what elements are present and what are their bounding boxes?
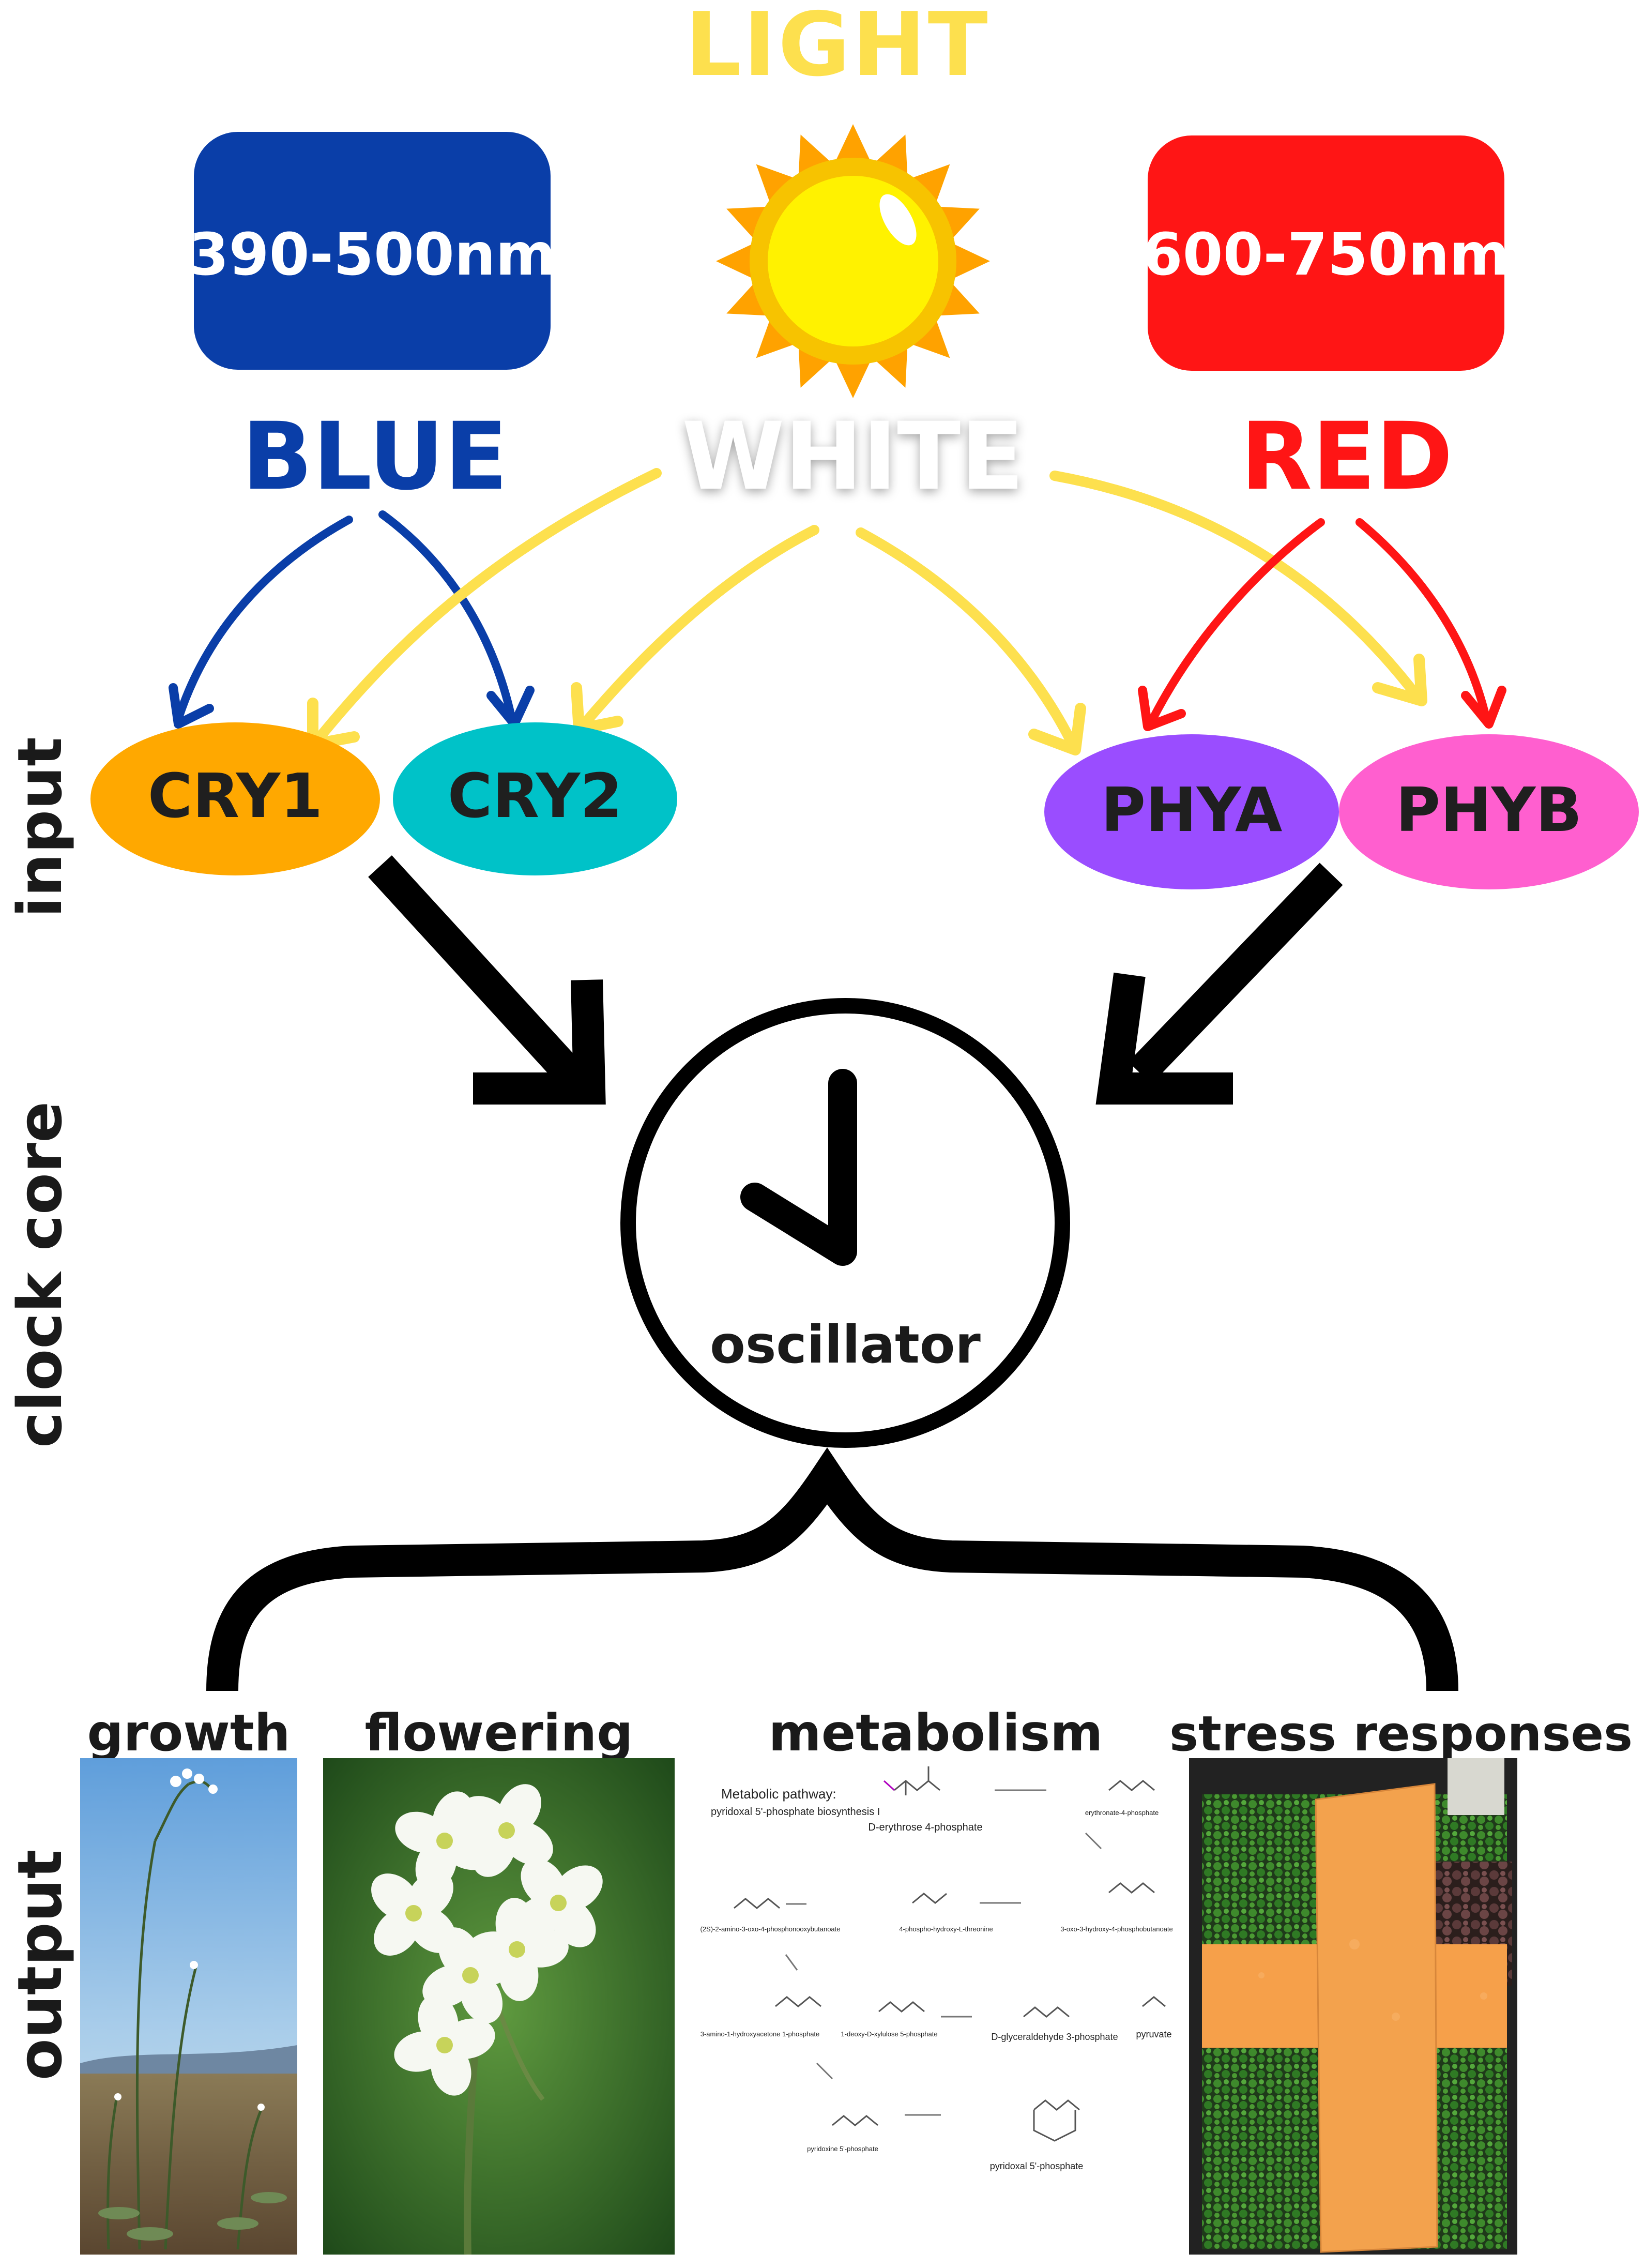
input-left-arrow [368, 855, 588, 1092]
pathway-compound-8: D-glyceraldehyde 3-phosphate [991, 2032, 1118, 2042]
metabolic-pathway-diagram: Metabolic pathway: pyridoxal 5'-phosphat… [700, 1766, 1173, 2171]
red-wavelength-box [1148, 135, 1504, 371]
output-growth-label: growth [87, 1704, 291, 1763]
flower-blossom [460, 1784, 553, 1877]
red-wavelength-label: 600-750nm [1143, 221, 1510, 289]
white-to-cry1-arrow [313, 468, 662, 745]
sun-icon [716, 124, 990, 398]
clock-icon [620, 998, 1070, 1448]
pathway-compound-10: pyridoxine 5'-phosphate [807, 2145, 878, 2153]
side-label-output: output [4, 1850, 75, 2080]
output-stress-label: stress responses [1169, 1706, 1633, 1762]
output-brace [206, 1447, 1458, 1691]
side-label-input: input [4, 737, 75, 917]
photoreceptor-phya: PHYA [1044, 734, 1339, 889]
pathway-compound-7: 1-deoxy-D-xylulose 5-phosphate [841, 2030, 937, 2038]
stress-responses-photo [1189, 1758, 1517, 2255]
flowering-photo [323, 1758, 675, 2255]
input-right-arrow [1128, 863, 1343, 1084]
cry1-label: CRY1 [148, 760, 323, 831]
photoreceptor-cry2: CRY2 [393, 722, 677, 875]
pathway-subtitle: pyridoxal 5'-phosphate biosynthesis I [711, 1806, 880, 1818]
red-label: RED [1241, 403, 1453, 511]
blue-to-cry2-arrow [378, 510, 516, 723]
flower-blossom [394, 1994, 495, 2096]
blue-wavelength-label: 390-500nm [189, 221, 556, 289]
blue-to-cry1-arrow [174, 516, 353, 723]
photoreceptor-cry1: CRY1 [90, 722, 380, 875]
pathway-title: Metabolic pathway: [721, 1786, 836, 1802]
blue-label: BLUE [242, 403, 508, 511]
phya-label: PHYA [1101, 774, 1283, 845]
pathway-compound-9: pyruvate [1136, 2029, 1171, 2039]
pathway-compound-1: D-erythrose 4-phosphate [868, 1822, 982, 1833]
red-to-phyb-arrow [1355, 518, 1490, 723]
growth-photo [80, 1758, 297, 2255]
white-label: WHITE [682, 403, 1024, 511]
oscillator-label: oscillator [710, 1314, 981, 1375]
pathway-compound-5: 3-oxo-3-hydroxy-4-phosphobutanoate [1060, 1925, 1173, 1933]
photoreceptor-phyb: PHYB [1339, 734, 1639, 889]
input-right-arrowhead [1095, 972, 1233, 1105]
flower-blossom [465, 1898, 569, 2001]
light-title: LIGHT [685, 0, 989, 96]
pathway-compound-2: erythronate-4-phosphate [1085, 1809, 1159, 1817]
pathway-compound-6: 3-amino-1-hydroxyacetone 1-phosphate [700, 2030, 820, 2038]
pathway-compound-11: pyridoxal 5'-phosphate [990, 2161, 1084, 2171]
phyb-label: PHYB [1396, 774, 1582, 845]
pathway-compound-4: 4-phospho-hydroxy-L-threonine [899, 1925, 993, 1933]
pathway-compound-3: (2S)-2-amino-3-oxo-4-phosphonooxybutanoa… [700, 1925, 841, 1933]
side-label-clock-core: clock core [4, 1101, 75, 1448]
flower-blossom [395, 1791, 494, 1891]
output-metabolism-label: metabolism [769, 1704, 1103, 1763]
white-to-phya-arrow [856, 527, 1078, 750]
red-to-phya-arrow [1146, 518, 1325, 728]
blue-wavelength-box [194, 132, 551, 370]
output-flowering-label: flowering [365, 1704, 633, 1763]
input-left-arrowhead [473, 979, 606, 1105]
white-to-cry2-arrow [579, 525, 819, 729]
cry2-label: CRY2 [448, 760, 623, 831]
